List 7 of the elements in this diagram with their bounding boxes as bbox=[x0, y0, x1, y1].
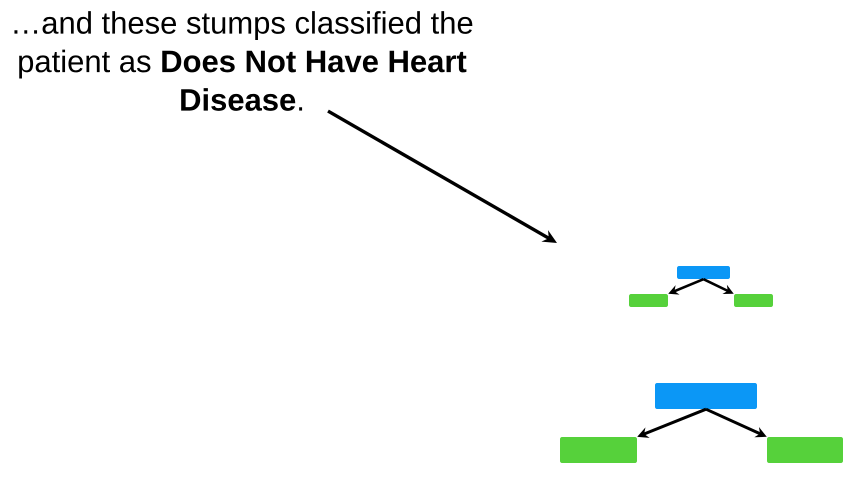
annotation-text: …and these stumps classified the patient as Does Not Have Heart Disease. bbox=[14, 11, 472, 111]
root-box bbox=[655, 383, 757, 409]
leaf-box bbox=[560, 437, 637, 463]
leaf-box bbox=[629, 294, 668, 307]
leaf-box bbox=[767, 437, 843, 463]
leaf-box bbox=[734, 294, 773, 307]
root-box bbox=[677, 266, 730, 279]
